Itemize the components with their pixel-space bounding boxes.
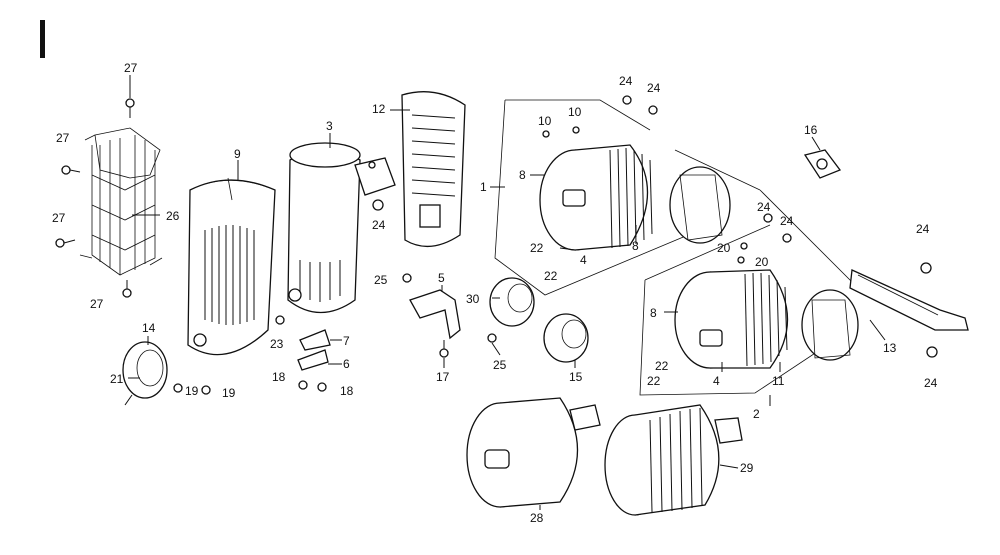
callout-15: 15 [569,370,583,384]
callout-29: 29 [740,461,754,475]
callout-20: 20 [755,255,769,269]
callout-20: 20 [717,241,731,255]
callout-18: 18 [272,370,286,384]
callout-6: 6 [343,357,350,371]
callout-labels: 27 27 27 27 26 9 3 12 24 14 21 19 19 23 … [52,61,938,525]
air-cleaner-assembly-1 [539,95,731,251]
callout-10: 10 [568,105,582,119]
callout-9: 9 [234,147,241,161]
callout-1: 1 [480,180,487,194]
cap-parts [489,277,589,363]
muffler-28-part [466,397,601,508]
assembly-1-frame [494,99,761,296]
callout-16: 16 [804,123,818,137]
callout-26: 26 [166,209,180,223]
callout-25: 25 [374,273,388,287]
bolt-icon [55,98,135,298]
heat-shield-part [401,91,466,247]
muffler-part [287,142,396,313]
callout-8: 8 [650,306,657,320]
callout-27: 27 [56,131,70,145]
callout-12: 12 [372,102,386,116]
callout-24: 24 [924,376,938,390]
gasket-part [803,149,842,179]
callout-24: 24 [372,218,386,232]
callout-22: 22 [655,359,669,373]
callout-10: 10 [538,114,552,128]
callout-4: 4 [713,374,720,388]
callout-24: 24 [757,200,771,214]
callout-28: 28 [530,511,544,525]
callout-27: 27 [90,297,104,311]
callout-30: 30 [466,292,480,306]
callout-23: 23 [270,337,284,351]
muffler-29-part [604,404,743,516]
callout-14: 14 [142,321,156,335]
callout-5: 5 [438,271,445,285]
callout-22: 22 [647,374,661,388]
callout-3: 3 [326,119,333,133]
callout-2: 2 [753,407,760,421]
callout-25: 25 [493,358,507,372]
callout-18: 18 [340,384,354,398]
callout-4: 4 [580,253,587,267]
pipe-part [849,262,969,358]
end-cap-part [122,341,211,406]
callout-7: 7 [343,334,350,348]
callout-22: 22 [530,241,544,255]
callout-19: 19 [185,384,199,398]
bracket-parts [275,199,497,392]
wire-guard-part [79,127,163,276]
assembly-2-frame [639,189,861,396]
callout-13: 13 [883,341,897,355]
callout-24: 24 [647,81,661,95]
section-marker [40,20,45,58]
callout-17: 17 [436,370,450,384]
air-cleaner-assembly-2 [674,213,859,369]
callout-22: 22 [544,269,558,283]
callout-27: 27 [124,61,138,75]
callout-24: 24 [916,222,930,236]
callout-27: 27 [52,211,66,225]
callout-21: 21 [110,372,124,386]
callout-24: 24 [619,74,633,88]
callout-11: 11 [772,374,785,388]
muffler-cover-part [187,177,276,356]
callout-8: 8 [519,168,526,182]
leader-lines [128,75,886,510]
callout-8: 8 [632,239,639,253]
callout-19: 19 [222,386,236,400]
callout-24: 24 [780,214,794,228]
